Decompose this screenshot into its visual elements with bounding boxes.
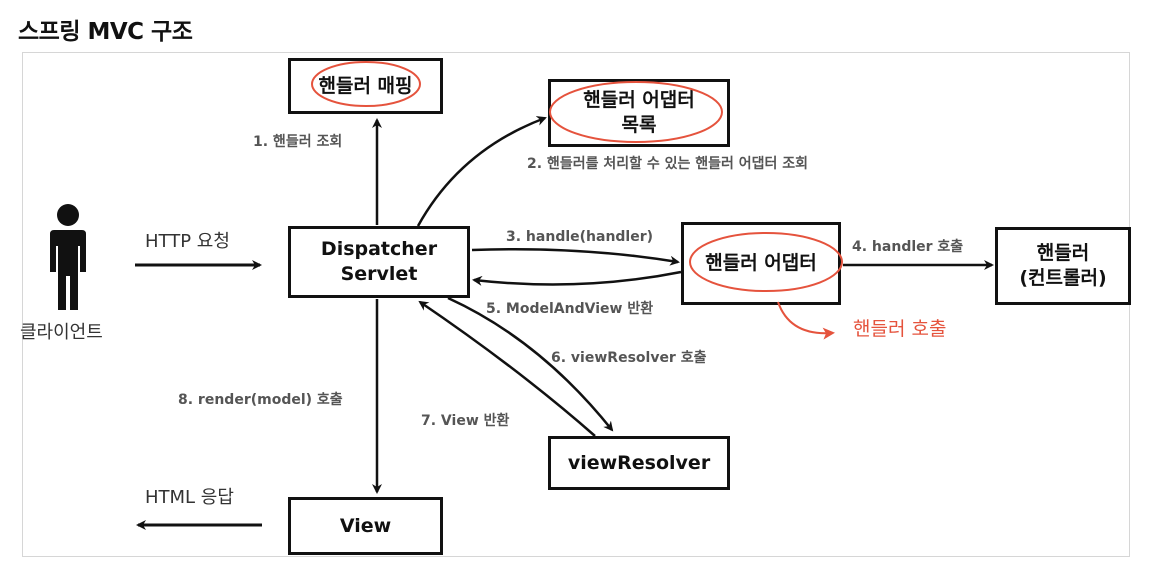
view-label: View	[339, 514, 392, 537]
step8-label: 8. render(model) 호출	[178, 392, 343, 408]
red-note-arrow	[777, 301, 835, 340]
handler-line-2: (컨트롤러)	[1019, 267, 1107, 289]
step5-label: 5. ModelAndView 반환	[486, 301, 654, 317]
view-resolver-box: viewResolver	[548, 436, 730, 490]
arrow-step6	[447, 296, 614, 432]
handler-mapping-box: 핸들러 매핑	[288, 58, 443, 114]
step3-label: 3. handle(handler)	[506, 229, 654, 245]
html-response-label: HTML 응답	[145, 487, 234, 508]
red-note-label: 핸들러 호출	[853, 318, 947, 340]
view-box: View	[288, 497, 443, 555]
dispatcher-servlet-box: Dispatcher Servlet	[288, 226, 470, 298]
dispatcher-line-1: Dispatcher	[320, 238, 438, 261]
handler-controller-box: 핸들러 (컨트롤러)	[995, 227, 1131, 305]
step1-label: 1. 핸들러 조회	[253, 134, 343, 150]
dispatcher-line-2: Servlet	[340, 263, 418, 285]
person-icon	[50, 204, 86, 310]
step6-label: 6. viewResolver 호출	[551, 350, 707, 366]
step7-label: 7. View 반환	[421, 413, 510, 429]
handler-mapping-label: 핸들러 매핑	[318, 74, 413, 97]
adapter-list-line-2: 목록	[621, 114, 657, 136]
step2-label: 2. 핸들러를 처리할 수 있는 핸들러 어댑터 조회	[527, 156, 809, 172]
highlight-handler-adapter	[689, 232, 843, 292]
highlight-handler-mapping	[311, 61, 421, 107]
page-title: 스프링 MVC 구조	[18, 19, 193, 45]
arrow-step5	[472, 270, 682, 286]
handler-adapter-list-box: 핸들러 어댑터 목록	[548, 79, 730, 147]
highlight-adapter-list	[549, 81, 723, 143]
http-request-label: HTTP 요청	[145, 231, 230, 252]
handler-adapter-label: 핸들러 어댑터	[705, 252, 817, 275]
arrow-step2	[416, 116, 547, 227]
arrow-step3	[471, 247, 680, 266]
arrow-step7	[418, 300, 596, 437]
adapter-list-line-1: 핸들러 어댑터	[583, 89, 695, 112]
step4-label: 4. handler 호출	[852, 239, 964, 255]
view-resolver-label: viewResolver	[567, 451, 711, 474]
client-label: 클라이언트	[20, 322, 103, 343]
handler-line-1: 핸들러	[1036, 242, 1090, 265]
